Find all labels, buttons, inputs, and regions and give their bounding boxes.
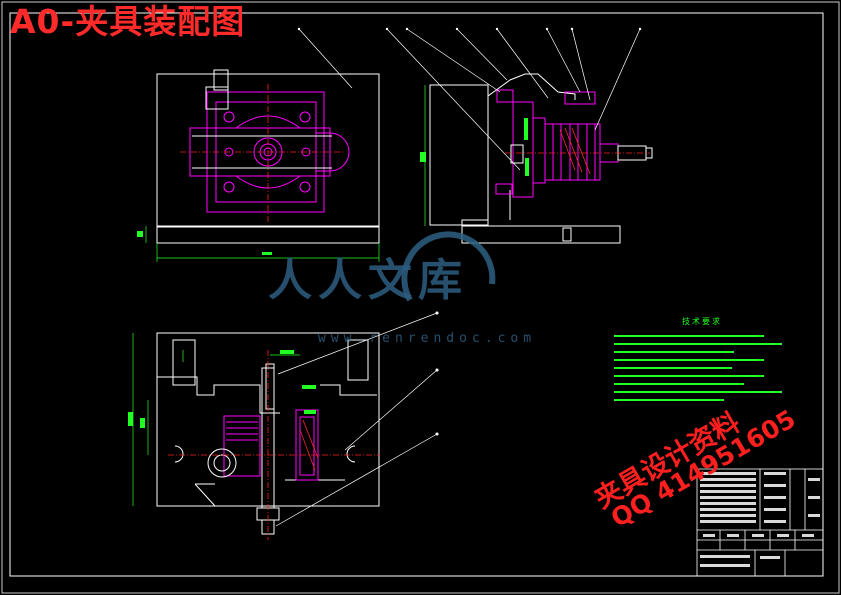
side-view-leaders xyxy=(275,311,439,527)
title-block-rows xyxy=(700,472,820,567)
side-view-clamp-parts xyxy=(207,409,319,481)
top-view-dimensions xyxy=(137,226,380,262)
top-view-base-plate xyxy=(156,73,380,228)
front-view-dimensions xyxy=(420,85,529,226)
front-view-leaders xyxy=(298,28,641,171)
side-view xyxy=(128,311,439,540)
top-view-bottom-plate xyxy=(156,225,380,244)
front-view xyxy=(297,27,653,244)
top-view xyxy=(137,69,380,262)
front-view-clamp-parts xyxy=(495,89,653,198)
drawing-title: A0-夹具装配图 xyxy=(10,2,246,41)
watermark-site-name: 人人文库 xyxy=(268,255,468,306)
technical-requirements-lines xyxy=(614,335,782,401)
technical-requirements-heading: 技术要求 xyxy=(682,317,722,326)
watermark-logo xyxy=(401,231,496,302)
technical-requirements: 技术要求 xyxy=(612,316,792,332)
title-block xyxy=(696,468,824,577)
watermark-site-url: www.renrendoc.com xyxy=(318,331,537,346)
side-view-dimensions xyxy=(128,333,316,506)
